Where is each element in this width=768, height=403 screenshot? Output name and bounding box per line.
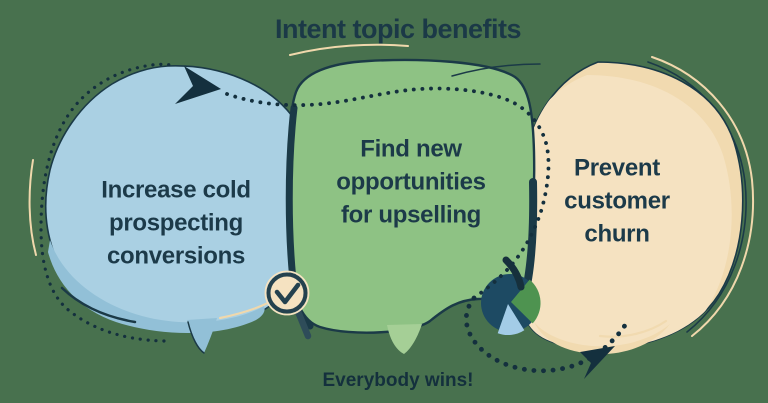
diagram-caption: Everybody wins!: [322, 370, 474, 391]
diagram-title: Intent topic benefits: [275, 14, 522, 44]
tan-bubble-tail: [534, 322, 670, 355]
pie-slice-green: [511, 279, 541, 324]
bubble-label-upselling: Find new opportunities for upselling: [336, 135, 486, 229]
speech-bubble-prospecting: [45, 65, 316, 354]
cream-accent-arc-above-green: [289, 43, 409, 56]
tan-outer-navy-arc: [647, 61, 747, 333]
cream-accent-arc-left: [28, 159, 37, 256]
blue-tail-outline: [187, 321, 205, 354]
tan-outer-cream-arc: [651, 56, 754, 337]
magnifier-check-icon: [264, 270, 312, 340]
bubble-label-prospecting: Increase cold prospecting conversions: [101, 176, 251, 270]
flow-arrowhead-top: [175, 66, 221, 104]
dotted-flow-path: [39, 62, 630, 379]
pie-chart-icon: [481, 256, 541, 336]
bubble-label-churn: Prevent customer churn: [564, 154, 670, 248]
blue-bottom-outline: [60, 286, 137, 324]
blue-bubble-bottom-shade: [48, 240, 265, 333]
magnifier-lens: [266, 272, 308, 314]
dotted-arc-around-blue: [39, 62, 178, 343]
magnifier-halo: [264, 270, 310, 316]
pie-top-brush-shadow: [502, 256, 525, 291]
tan-bubble-inner-light: [520, 75, 732, 349]
dotted-arc-over-green: [225, 86, 551, 300]
green-bubble-tail: [387, 324, 422, 354]
magnifier-handle: [293, 305, 312, 340]
checkmark-icon: [274, 282, 301, 305]
dotted-loop-bottom: [463, 295, 630, 374]
tan-tail-sliver: [598, 319, 668, 338]
green-tan-junction-line: [451, 63, 541, 77]
flow-arrowhead-bottom: [580, 346, 615, 379]
pie-slice-lightblue: [497, 304, 525, 336]
blue-bubble-tail: [187, 318, 217, 353]
